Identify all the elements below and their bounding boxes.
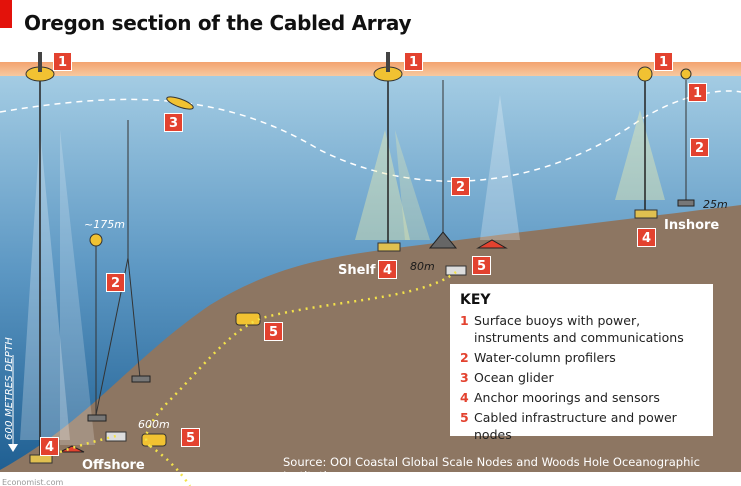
label-shelf: Shelf [338, 263, 376, 278]
key-text: Anchor moorings and sensors [474, 390, 660, 405]
key-item: 3 Ocean glider [460, 369, 703, 386]
depth-25: 25m [703, 198, 728, 211]
label-offshore: Offshore [82, 458, 145, 473]
key-num: 5 [460, 410, 469, 425]
buoy-mast [386, 52, 390, 72]
source-note: Source: OOI Coastal Global Scale Nodes a… [283, 455, 700, 483]
key-item: 2 Water-column profilers [460, 349, 703, 366]
water-line [0, 90, 741, 182]
badge-1: 1 [688, 83, 707, 102]
surface-buoy [680, 68, 692, 80]
light-beam [395, 130, 430, 240]
badge-2: 2 [690, 138, 709, 157]
buoy-mast [38, 52, 42, 72]
light-beam [355, 130, 410, 240]
mooring-line [127, 257, 141, 379]
ocean-glider [166, 96, 194, 110]
anchor [131, 375, 151, 383]
light-beam [60, 130, 95, 445]
key-num: 4 [460, 390, 469, 405]
power-node [141, 433, 167, 447]
light-beam [480, 95, 520, 240]
badge-1: 1 [654, 52, 673, 71]
power-node [105, 431, 127, 442]
badge-2: 2 [451, 177, 470, 196]
node-red [476, 239, 508, 249]
key-num: 2 [460, 350, 469, 365]
depth-arrow [8, 444, 18, 452]
badge-5: 5 [181, 428, 200, 447]
key-text: Ocean glider [474, 370, 554, 385]
tripod [428, 231, 458, 249]
badge-2: 2 [106, 273, 125, 292]
badge-4: 4 [378, 260, 397, 279]
key-item: 4 Anchor moorings and sensors [460, 389, 703, 406]
badge-5: 5 [472, 256, 491, 275]
key-text: Water-column profilers [474, 350, 616, 365]
badge-1: 1 [404, 52, 423, 71]
key-item: 5 Cabled infrastructure and power nodes [460, 409, 703, 443]
key-text: Surface buoys with power, instruments an… [474, 313, 684, 345]
anchor [87, 414, 107, 422]
badge-5: 5 [264, 322, 283, 341]
light-beam [615, 110, 665, 200]
key-text: Cabled infrastructure and power nodes [474, 410, 677, 442]
anchor [377, 242, 401, 252]
label-inshore: Inshore [664, 218, 720, 233]
page-title: Oregon section of the Cabled Array [24, 11, 412, 35]
subsurface-float [89, 233, 103, 247]
sea-surface [0, 62, 741, 76]
key-num: 3 [460, 370, 469, 385]
red-tab [0, 0, 12, 28]
badge-1: 1 [53, 52, 72, 71]
power-node [445, 265, 467, 276]
badge-4: 4 [40, 437, 59, 456]
depth-175: ~175m [84, 218, 125, 231]
credit: Economist.com [2, 478, 64, 486]
key-item: 1 Surface buoys with power, instruments … [460, 312, 703, 346]
depth-axis-label: 600 METRES DEPTH [4, 337, 15, 440]
key-title: KEY [460, 292, 491, 308]
surface-buoy [637, 66, 653, 82]
node-red [59, 445, 85, 453]
key-num: 1 [460, 313, 469, 328]
badge-3: 3 [164, 113, 183, 132]
depth-80: 80m [410, 260, 435, 273]
anchor [634, 209, 658, 219]
badge-4: 4 [637, 228, 656, 247]
power-node [235, 312, 261, 326]
anchor [677, 199, 695, 207]
depth-600: 600m [138, 418, 170, 431]
key-panel: KEY 1 Surface buoys with power, instrume… [450, 284, 713, 442]
light-beam [20, 130, 70, 440]
